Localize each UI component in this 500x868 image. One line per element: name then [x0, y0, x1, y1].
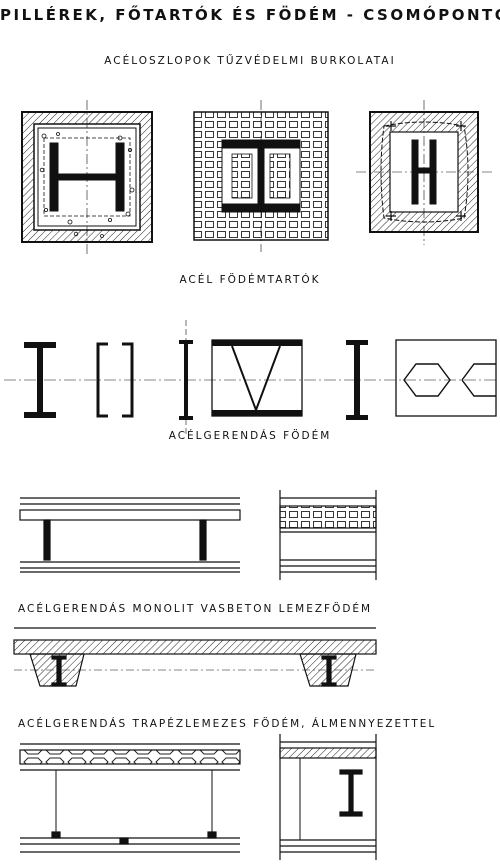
monolithic-slab-section: [13, 627, 377, 687]
beam-profile-double-channel: [96, 342, 134, 418]
section-label-steel-floor-beams: ACÉL FÖDÉMTARTÓK: [179, 274, 321, 286]
beam-profile-castellated: [179, 320, 303, 436]
steel-beam-floor-detail: [279, 490, 377, 580]
trapezoidal-deck-section: [19, 743, 241, 853]
column-encasement-concrete: [21, 111, 153, 243]
beam-profile-i: [24, 342, 56, 418]
sheet-title: PILLÉREK, FŐTARTÓK ÉS FÖDÉM - CSOMÓPONTO…: [0, 6, 500, 24]
section-label-monolithic-slab: ACÉLGERENDÁS MONOLIT VASBETON LEMEZFÖDÉM: [18, 603, 373, 615]
steel-beam-floor-section: [19, 497, 241, 573]
section-label-column-fireproofing: ACÉLOSZLOPOK TŰZVÉDELMI BURKOLATAI: [104, 55, 396, 67]
section-label-trapezoidal-deck: ACÉLGERENDÁS TRAPÉZLEMEZES FÖDÉM, ÁLMENN…: [18, 718, 437, 730]
trapezoidal-deck-detail: [279, 734, 377, 860]
beam-profile-open-web: [346, 339, 497, 420]
section-label-steel-beam-floor: ACÉLGERENDÁS FÖDÉM: [168, 430, 332, 442]
